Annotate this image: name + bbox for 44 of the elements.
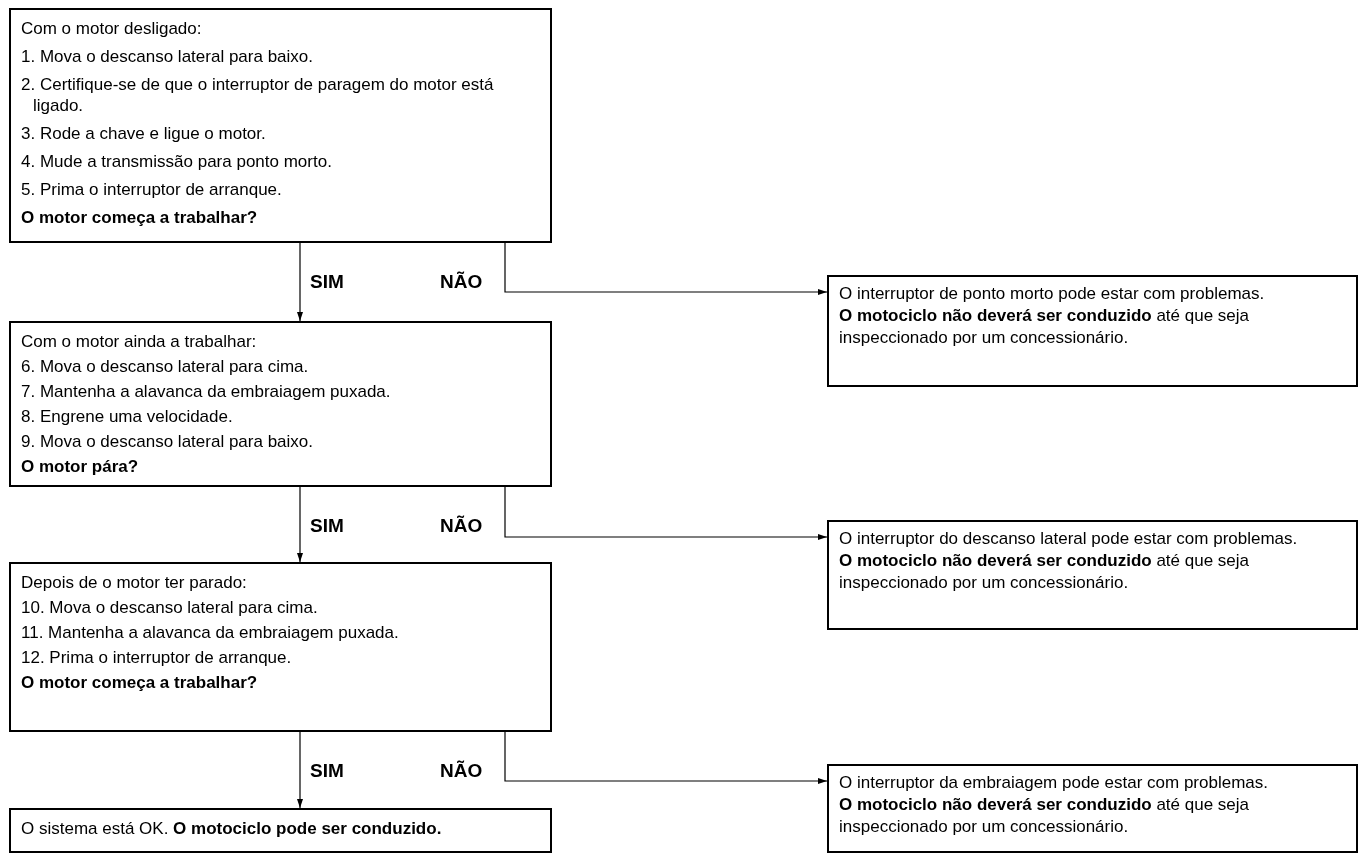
arrow	[297, 242, 303, 322]
edge-label: SIM	[310, 760, 344, 782]
process-box	[9, 8, 552, 243]
arrow	[297, 731, 303, 809]
box-text: Depois de o motor ter parado:	[21, 572, 248, 593]
arrow	[297, 486, 303, 563]
box-text: 6. Mova o descanso lateral para cima.	[21, 356, 310, 377]
box-text: Com o motor desligado:	[21, 18, 203, 39]
box-text: 7. Mantenha a alavanca da embraiagem puxada.	[21, 381, 392, 402]
box-text: 11. Mantenha a alavanca da embraiagem puxada.	[21, 622, 400, 643]
box-text: O motor começa a trabalhar?	[21, 207, 259, 228]
arrow	[504, 242, 828, 295]
box-text: O motociclo não deverá ser conduzido até que seja inspeccionado por um concessionário.	[839, 305, 1251, 349]
box-text: O motociclo não deverá ser conduzido até que seja inspeccionado por um concessionário.	[839, 550, 1251, 594]
box-text: O sistema está OK. O motociclo pode ser conduzido.	[21, 818, 443, 839]
box-text: 10. Mova o descanso lateral para cima.	[21, 597, 319, 618]
box-text: 2. Certifique-se de que o interruptor de paragem do motor está ligado.	[21, 74, 495, 116]
box-text: O motor pára?	[21, 456, 140, 477]
process-box	[9, 321, 552, 487]
edge-label: SIM	[310, 271, 344, 293]
arrow	[504, 731, 828, 784]
process-box	[9, 808, 552, 853]
edge-label: NÃO	[440, 271, 483, 293]
process-box	[9, 562, 552, 732]
box-text: O interruptor da embraiagem pode estar com problemas.	[839, 772, 1269, 794]
arrow	[504, 486, 828, 540]
box-text: O interruptor de ponto morto pode estar com problemas.	[839, 283, 1266, 305]
edge-label: NÃO	[440, 515, 483, 537]
box-text: O motor começa a trabalhar?	[21, 672, 259, 693]
box-text: Com o motor ainda a trabalhar:	[21, 331, 258, 352]
box-text: 1. Mova o descanso lateral para baixo.	[21, 46, 314, 67]
process-box	[827, 275, 1358, 387]
box-text: 8. Engrene uma velocidade.	[21, 406, 234, 427]
edge-label: NÃO	[440, 760, 483, 782]
box-text: 5. Prima o interruptor de arranque.	[21, 179, 283, 200]
process-box	[827, 520, 1358, 630]
box-text: O interruptor do descanso lateral pode estar com problemas.	[839, 528, 1299, 550]
edge-label: SIM	[310, 515, 344, 537]
box-text: 4. Mude a transmissão para ponto morto.	[21, 151, 333, 172]
box-text: 12. Prima o interruptor de arranque.	[21, 647, 293, 668]
box-text: 9. Mova o descanso lateral para baixo.	[21, 431, 314, 452]
process-box	[827, 764, 1358, 853]
box-text: O motociclo não deverá ser conduzido até que seja inspeccionado por um concessionário.	[839, 794, 1251, 838]
box-text: 3. Rode a chave e ligue o motor.	[21, 123, 267, 144]
